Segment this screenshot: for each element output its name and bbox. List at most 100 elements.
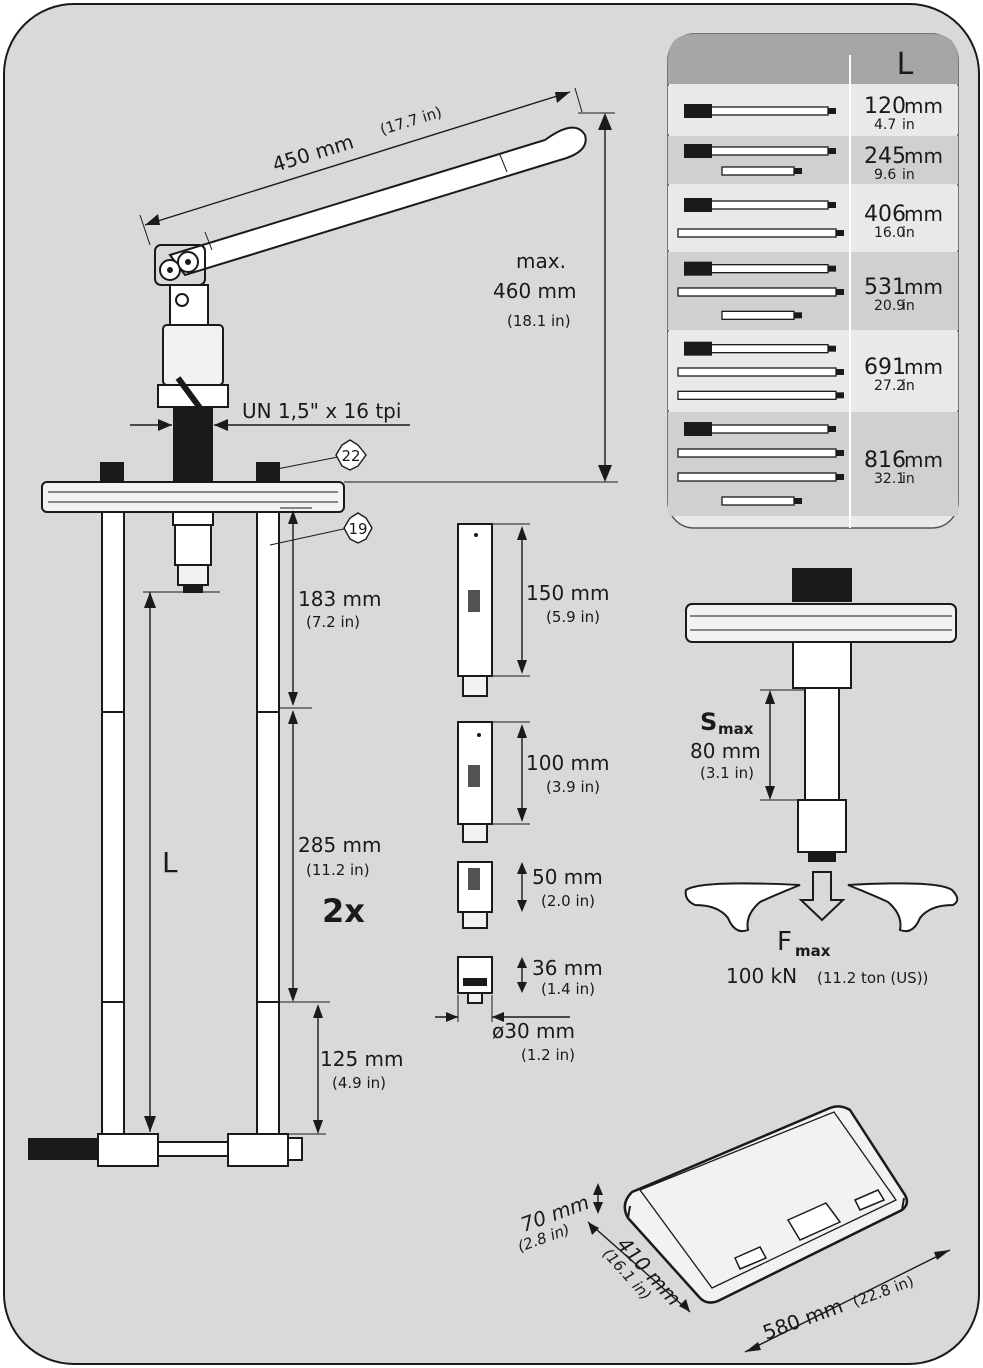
rod-icon-tip [828, 148, 836, 154]
table-row-inch: 32.1 [874, 471, 905, 487]
force-symbol: F [777, 927, 792, 957]
extension-50-label: 50 mm [532, 865, 603, 889]
rod-segment-1-label: 183 mm [298, 587, 382, 611]
table-row-mm: 120 [864, 94, 906, 119]
table-row [668, 136, 958, 184]
storage-case [623, 1105, 909, 1304]
thread-label: UN 1,5" x 16 tpi [242, 399, 401, 423]
rod-icon [677, 448, 837, 458]
rod-icon-tip [836, 230, 844, 236]
diameter-dimension: ø30 mm (1.2 in) [435, 995, 575, 1064]
table-row [668, 186, 958, 250]
table-row-inch-unit: in [902, 471, 915, 487]
rod-icon-head [684, 198, 712, 212]
table-row-inch: 9.6 [874, 167, 896, 183]
table-header-l: L [897, 47, 914, 82]
height-in-label: (18.1 in) [507, 312, 571, 330]
table-row-mm: 816 [864, 448, 906, 473]
table-row-mm-unit: mm [904, 94, 943, 118]
extension-50-in-label: (2.0 in) [541, 892, 595, 910]
table-row-inch-unit: in [902, 167, 915, 183]
rod-segment-3-label: 125 mm [320, 1047, 404, 1071]
rod-segment-3-in-label: (4.9 in) [332, 1074, 386, 1092]
table-row-inch-unit: in [902, 298, 915, 314]
extension-100-in-label: (3.9 in) [546, 778, 600, 796]
rod-icon [721, 310, 795, 320]
stroke-detail: S max 80 mm (3.1 in) [685, 568, 957, 862]
rod-segment-2-label: 285 mm [298, 833, 382, 857]
force-detail: F max 100 kN (11.2 ton (US)) [684, 871, 959, 988]
part-number-22-label: 22 [341, 447, 360, 465]
table-row-inch: 16.0 [874, 225, 905, 241]
rod-icon [677, 228, 837, 238]
rod-l-dimension: L [143, 591, 220, 1132]
extension-150: 150 mm (5.9 in) [457, 523, 610, 697]
rod-icon-tip [828, 202, 836, 208]
rod-icon [721, 166, 795, 176]
rod-icon-head [684, 261, 712, 276]
extension-100-label: 100 mm [526, 751, 610, 775]
diameter-label: ø30 mm [492, 1019, 575, 1043]
table-row-inch-unit: in [902, 378, 915, 394]
rod-icon-head [684, 144, 712, 158]
table-row-inch: 4.7 [874, 117, 896, 133]
height-dimension: max. 460 mm (18.1 in) [344, 112, 618, 483]
rod-icon-tip [828, 426, 836, 432]
table-row-inch: 27.2 [874, 378, 905, 394]
extension-36: 36 mm (1.4 in) [457, 956, 603, 1004]
thread-dimension: UN 1,5" x 16 tpi [130, 399, 410, 431]
rod-icon-tip [836, 474, 844, 480]
table-row-inch-unit: in [902, 117, 915, 133]
part-number-19: 19 [269, 512, 373, 546]
rod-icon [677, 390, 837, 400]
table-row-inch-unit: in [902, 225, 915, 241]
table-row-mm: 406 [864, 202, 906, 227]
height-max-label: max. [516, 249, 566, 273]
rod-icon-tip [794, 498, 802, 504]
crossbeam [41, 462, 345, 513]
extension-36-in-label: (1.4 in) [541, 980, 595, 998]
extension-150-label: 150 mm [526, 581, 610, 605]
pulling-rods [101, 511, 280, 1135]
table-row-inch: 20.9 [874, 298, 905, 314]
extension-150-in-label: (5.9 in) [546, 608, 600, 626]
rod-quantity-label: 2x [322, 892, 365, 930]
rod-icon-tip [836, 450, 844, 456]
stroke-subscript: max [718, 720, 754, 738]
force-subscript: max [795, 942, 831, 960]
rod-segment-2-in-label: (11.2 in) [306, 861, 370, 879]
height-label: 460 mm [493, 279, 577, 303]
part-number-19-label: 19 [348, 520, 367, 538]
rod-segment-1-in-label: (7.2 in) [306, 613, 360, 631]
stroke-in-label: (3.1 in) [700, 764, 754, 782]
stroke-mm-label: 80 mm [690, 739, 761, 763]
diameter-in-label: (1.2 in) [521, 1046, 575, 1064]
extension-36-label: 36 mm [532, 956, 603, 980]
stroke-symbol: S [700, 708, 717, 736]
rod-icon-tip [828, 108, 836, 114]
rod-icon-tip [828, 345, 836, 352]
force-ton-label: (11.2 ton (US)) [817, 969, 928, 987]
extension-50: 50 mm (2.0 in) [457, 861, 603, 929]
rod-icon-tip [828, 265, 836, 272]
table-row-mm-unit: mm [904, 275, 943, 299]
rod-icon-head [684, 422, 712, 436]
table-row-mm-unit: mm [904, 448, 943, 472]
rod-length-symbol: L [162, 846, 178, 879]
rod-icon-tip [836, 369, 844, 375]
rod-icon [721, 496, 795, 506]
force-kn-label: 100 kN [726, 964, 797, 988]
rod-icon-tip [794, 312, 802, 319]
table-row-mm-unit: mm [904, 202, 943, 226]
rod-icon [677, 287, 837, 297]
table-row-mm-unit: mm [904, 355, 943, 379]
rod-icon-tip [836, 392, 844, 399]
rod-segment-dimensions: 183 mm (7.2 in) 285 mm (11.2 in) 2x 125 … [280, 507, 404, 1135]
rod-icon-head [684, 341, 712, 356]
part-number-22: 22 [271, 439, 367, 471]
rod-icon [677, 472, 837, 482]
